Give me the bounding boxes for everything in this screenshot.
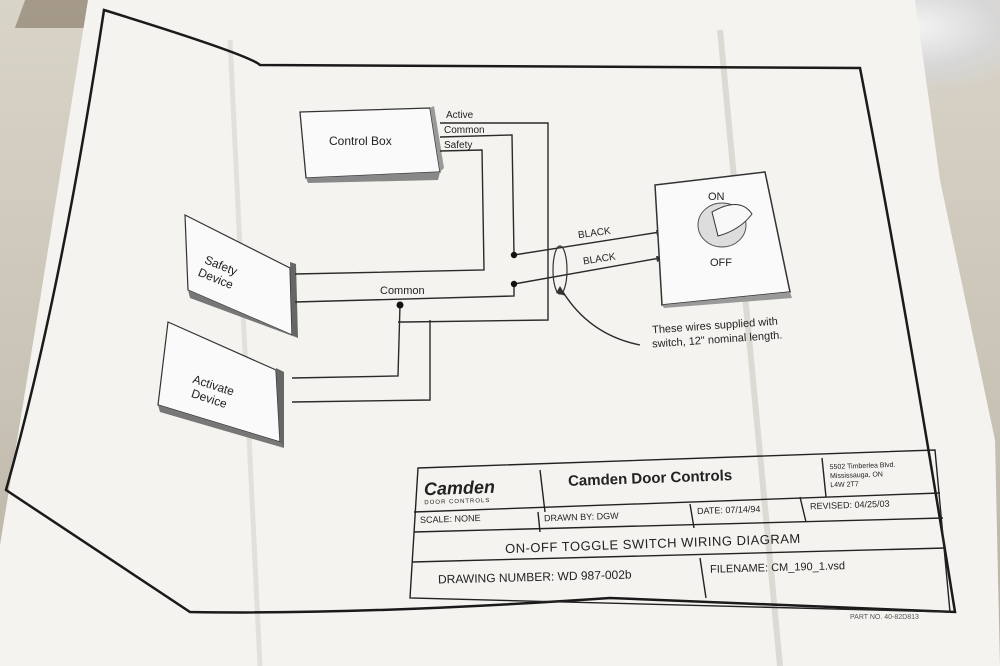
company-address: 5502 Timberlea Blvd. Mississauga, ON L4W… xyxy=(829,461,896,490)
control-box xyxy=(299,106,444,183)
activate-device-shape xyxy=(157,321,284,448)
toggle-switch-plate xyxy=(654,171,792,308)
wires xyxy=(291,122,661,403)
switch-on-label: ON xyxy=(708,191,725,203)
common-junction-label: Common xyxy=(380,285,425,297)
safety-device-shape xyxy=(184,214,298,338)
terminal-active: Active xyxy=(446,110,474,121)
terminal-safety: Safety xyxy=(444,140,473,151)
drawing-border xyxy=(4,8,957,614)
part-number: PART NO. 40-82D813 xyxy=(850,614,919,621)
control-box-label: Control Box xyxy=(329,134,392,148)
scale-field: SCALE: NONE xyxy=(419,512,481,526)
title-block xyxy=(409,449,951,613)
terminal-common: Common xyxy=(444,125,485,136)
camden-logo: Camden DOOR CONTROLS xyxy=(423,476,496,507)
switch-off-label: OFF xyxy=(710,257,732,269)
